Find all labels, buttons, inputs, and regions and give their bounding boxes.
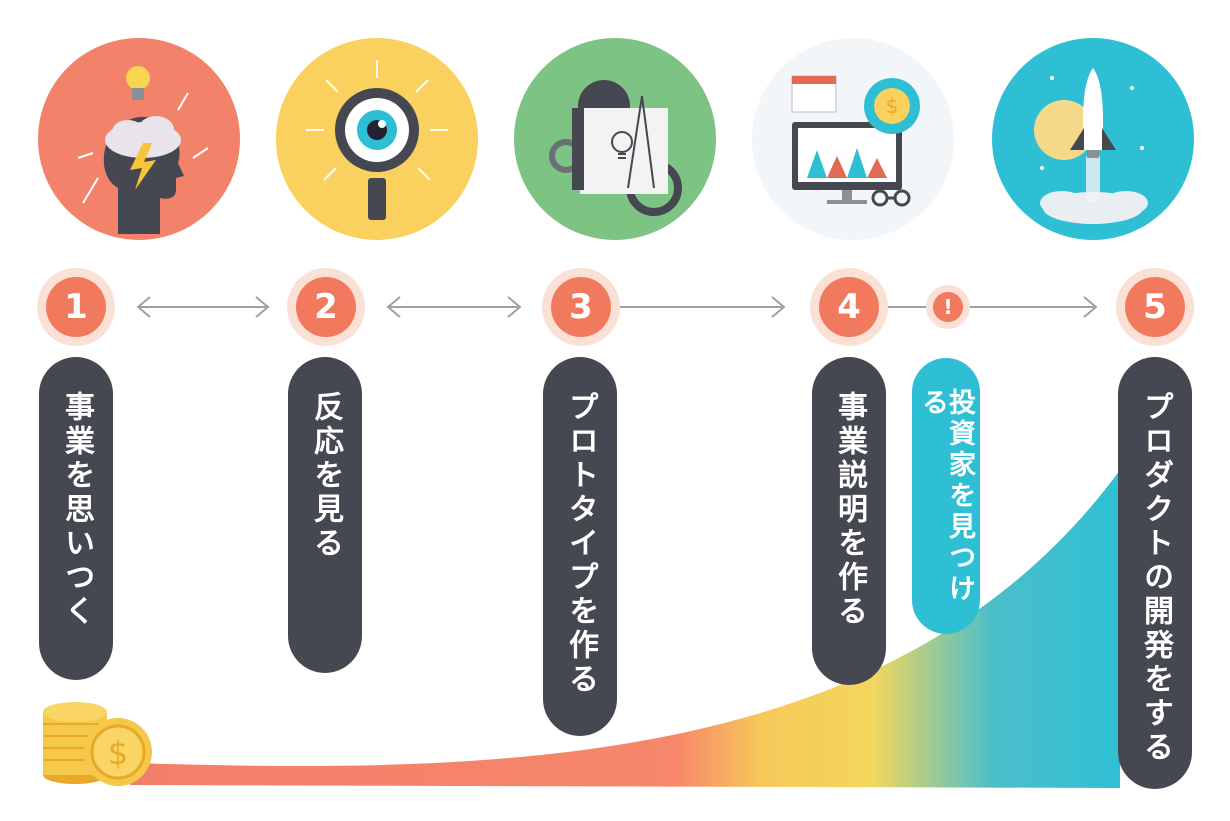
- step1-number-badge: 1: [37, 268, 115, 346]
- step1-label-pill: 事業を思いつく: [39, 357, 113, 680]
- step5-label-pill: プロダクトの開発をする: [1118, 357, 1192, 789]
- dashboard-coin-icon: $: [791, 75, 920, 207]
- step2-number-badge: 2: [287, 268, 365, 346]
- step5-number-badge: 5: [1116, 268, 1194, 346]
- step4-number-badge: 4: [810, 268, 888, 346]
- step5-number: 5: [1125, 277, 1185, 337]
- step4-icon-circle: $: [752, 38, 954, 240]
- step2-label: 反応を見る: [308, 391, 343, 561]
- step5-icon-circle: [992, 38, 1194, 240]
- rocket-launch-icon: [1034, 68, 1148, 224]
- step1-icon-circle: [38, 38, 240, 240]
- step4-label-pill: 事業説明を作る: [812, 357, 886, 685]
- step4-label: 事業説明を作る: [832, 391, 867, 629]
- step4-number: 4: [819, 277, 879, 337]
- step2-number: 2: [296, 277, 356, 337]
- milestone-label: 投資家を見つける: [917, 388, 975, 605]
- blueprint-gear-icon: [549, 80, 682, 216]
- step3-number: 3: [551, 277, 611, 337]
- magnifier-eye-icon: [306, 60, 448, 220]
- step2-label-pill: 反応を見る: [288, 357, 362, 673]
- svg-text:$: $: [886, 94, 899, 118]
- lightbulb-head-icon: [77, 66, 209, 234]
- step3-number-badge: 3: [542, 268, 620, 346]
- step3-label-pill: プロトタイプを作る: [543, 357, 617, 736]
- step1-number: 1: [46, 277, 106, 337]
- milestone-label-pill: 投資家を見つける: [912, 358, 980, 634]
- alert-icon: !: [933, 292, 963, 322]
- step3-icon-circle: [514, 38, 716, 240]
- milestone-alert-badge: !: [926, 285, 970, 329]
- step3-label: プロトタイプを作る: [563, 391, 598, 697]
- step1-label: 事業を思いつく: [59, 391, 94, 629]
- step5-label: プロダクトの開発をする: [1138, 391, 1173, 765]
- step2-icon-circle: [276, 38, 478, 240]
